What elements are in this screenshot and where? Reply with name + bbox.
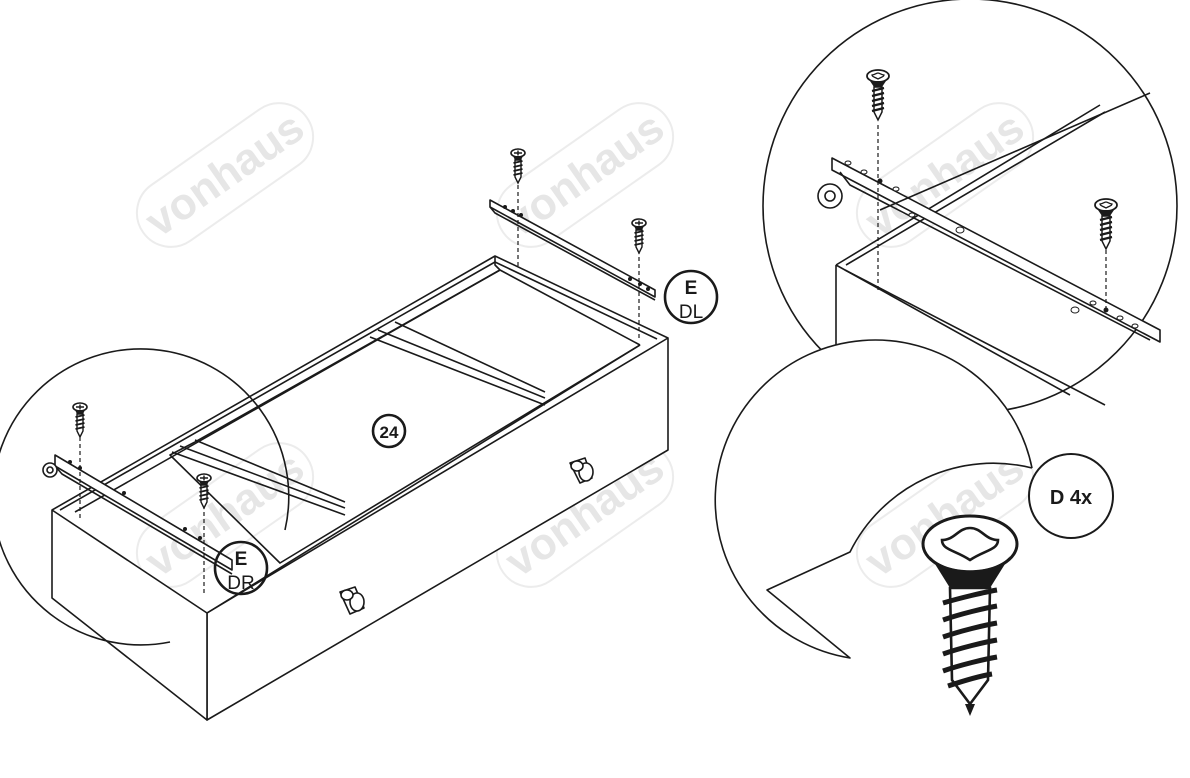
- runner-label-letter: E: [235, 549, 248, 570]
- callout-bubble: [714, 339, 1033, 659]
- drawer-cross-strut: [369, 321, 546, 406]
- runner-label-dl: E DL: [663, 269, 719, 325]
- drawer-drawing: [51, 148, 669, 721]
- drawer-inner-edge: [74, 269, 641, 614]
- part-number: 24: [380, 423, 399, 442]
- runner-label-letter: E: [685, 278, 698, 299]
- drawer-knob: [339, 586, 365, 615]
- screw-quantity-label: D 4x: [1050, 487, 1092, 509]
- runner-label-code: DL: [679, 302, 703, 323]
- runner-label-dr: E DR: [213, 540, 269, 596]
- callout-circle-outline: [0, 348, 290, 646]
- screw-icon: [72, 402, 88, 438]
- runner-label-code: DR: [227, 573, 254, 594]
- drawer-left-side: [51, 509, 208, 721]
- drawer-knob: [569, 457, 594, 484]
- runner-left: [489, 199, 656, 301]
- screw-quantity-badge: D 4x: [1028, 453, 1114, 539]
- screw-icon: [631, 218, 647, 254]
- watermark: vonhaus: [135, 102, 315, 248]
- runner-detail-circle-dr: [0, 348, 290, 646]
- screw-icon: [865, 68, 891, 122]
- drawer-cross-strut: [171, 439, 346, 516]
- part-number-badge: 24: [371, 413, 407, 449]
- cross-head-screw-icon: [921, 514, 1019, 716]
- screw-detail-callout: D 4x: [714, 339, 1114, 716]
- drawer-bottom-panel: [169, 344, 641, 564]
- screw-icon: [1093, 197, 1119, 251]
